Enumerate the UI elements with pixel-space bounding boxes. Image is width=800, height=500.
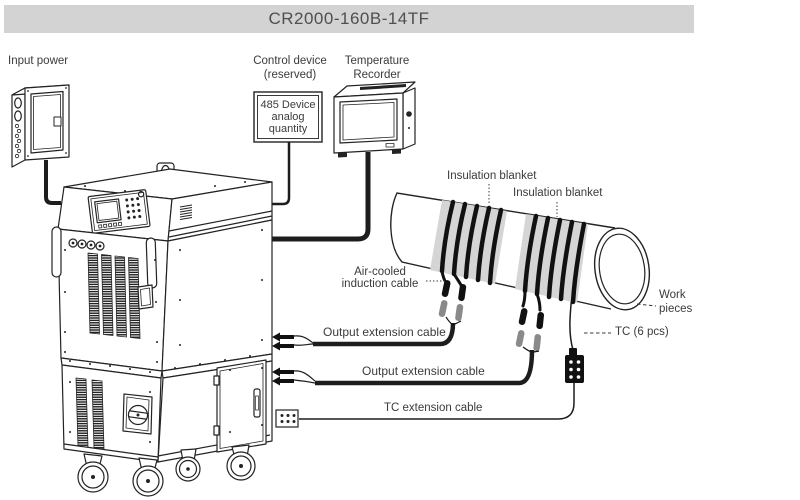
work-piece-pipe xyxy=(390,192,651,353)
control-panel xyxy=(87,189,151,234)
cables xyxy=(44,142,575,420)
device-485-box xyxy=(253,91,323,143)
label-insulation-blanket-left: Insulation blanket xyxy=(447,170,537,182)
plug-wire xyxy=(293,335,314,344)
recorder-screen xyxy=(339,98,398,144)
output-extension-cable-1 xyxy=(313,322,456,347)
temperature-recorder-cable xyxy=(272,152,371,242)
door-handle xyxy=(253,388,261,418)
control-device-cable xyxy=(272,142,291,206)
pipe-end-inner xyxy=(598,233,646,305)
label-insulation-blanket-right: Insulation blanket xyxy=(513,187,603,199)
label-temperature-recorder: Temperature Recorder xyxy=(344,55,410,81)
label-485-device: 485 Device analog quantity xyxy=(260,98,316,136)
label-output-extension-cable-bottom: Output extension cable xyxy=(362,364,485,378)
induction-heater-machine xyxy=(51,162,273,497)
side-door xyxy=(213,359,267,453)
input-power-box xyxy=(11,84,70,168)
leader-lines xyxy=(426,184,657,334)
plug-wire xyxy=(293,370,316,382)
induction-coil-right xyxy=(522,213,587,305)
induction-coil-left xyxy=(439,199,504,286)
panel-screen xyxy=(94,198,122,224)
lower-vent-slots xyxy=(75,377,105,450)
pipe-end-outer xyxy=(593,227,651,311)
label-input-power: Input power xyxy=(8,55,69,67)
label-control-device: Control device (reserved) xyxy=(253,55,327,81)
door-hinge xyxy=(213,425,220,436)
label-work-pieces: Work pieces xyxy=(659,289,693,315)
page-title: CR2000-160B-14TF xyxy=(4,5,694,33)
upper-cabinet-right xyxy=(161,219,273,372)
tc-machine-connector xyxy=(275,409,299,428)
door-hinge xyxy=(213,375,220,386)
output-extension-cable-2 xyxy=(315,349,535,386)
casters xyxy=(77,444,256,497)
screws xyxy=(64,181,263,443)
upper-vent-slots xyxy=(87,252,141,339)
label-output-extension-cable-top: Output extension cable xyxy=(323,325,446,339)
panel-latch xyxy=(53,116,62,127)
console-vent-grille xyxy=(179,204,193,220)
input-power-cable xyxy=(44,160,61,205)
left-handle xyxy=(51,226,62,278)
tc-extension-cable-line xyxy=(299,383,575,420)
plug-wire xyxy=(293,379,316,384)
front-connector-knobs xyxy=(68,238,105,251)
coil-connectors xyxy=(441,280,545,330)
tc-connectors xyxy=(275,348,584,428)
temperature-recorder-device xyxy=(333,81,416,158)
rotary-switch xyxy=(122,393,153,435)
label-air-cooled-induction-cable: Air-cooled induction cable xyxy=(341,266,419,291)
label-tc-6-pcs: TC (6 pcs) xyxy=(615,326,669,338)
plug-wire xyxy=(293,343,314,346)
machine-output-plugs xyxy=(272,332,294,386)
tc-junction-block xyxy=(565,355,584,383)
right-handle xyxy=(145,237,158,289)
label-tc-extension-cable: TC extension cable xyxy=(384,402,483,414)
